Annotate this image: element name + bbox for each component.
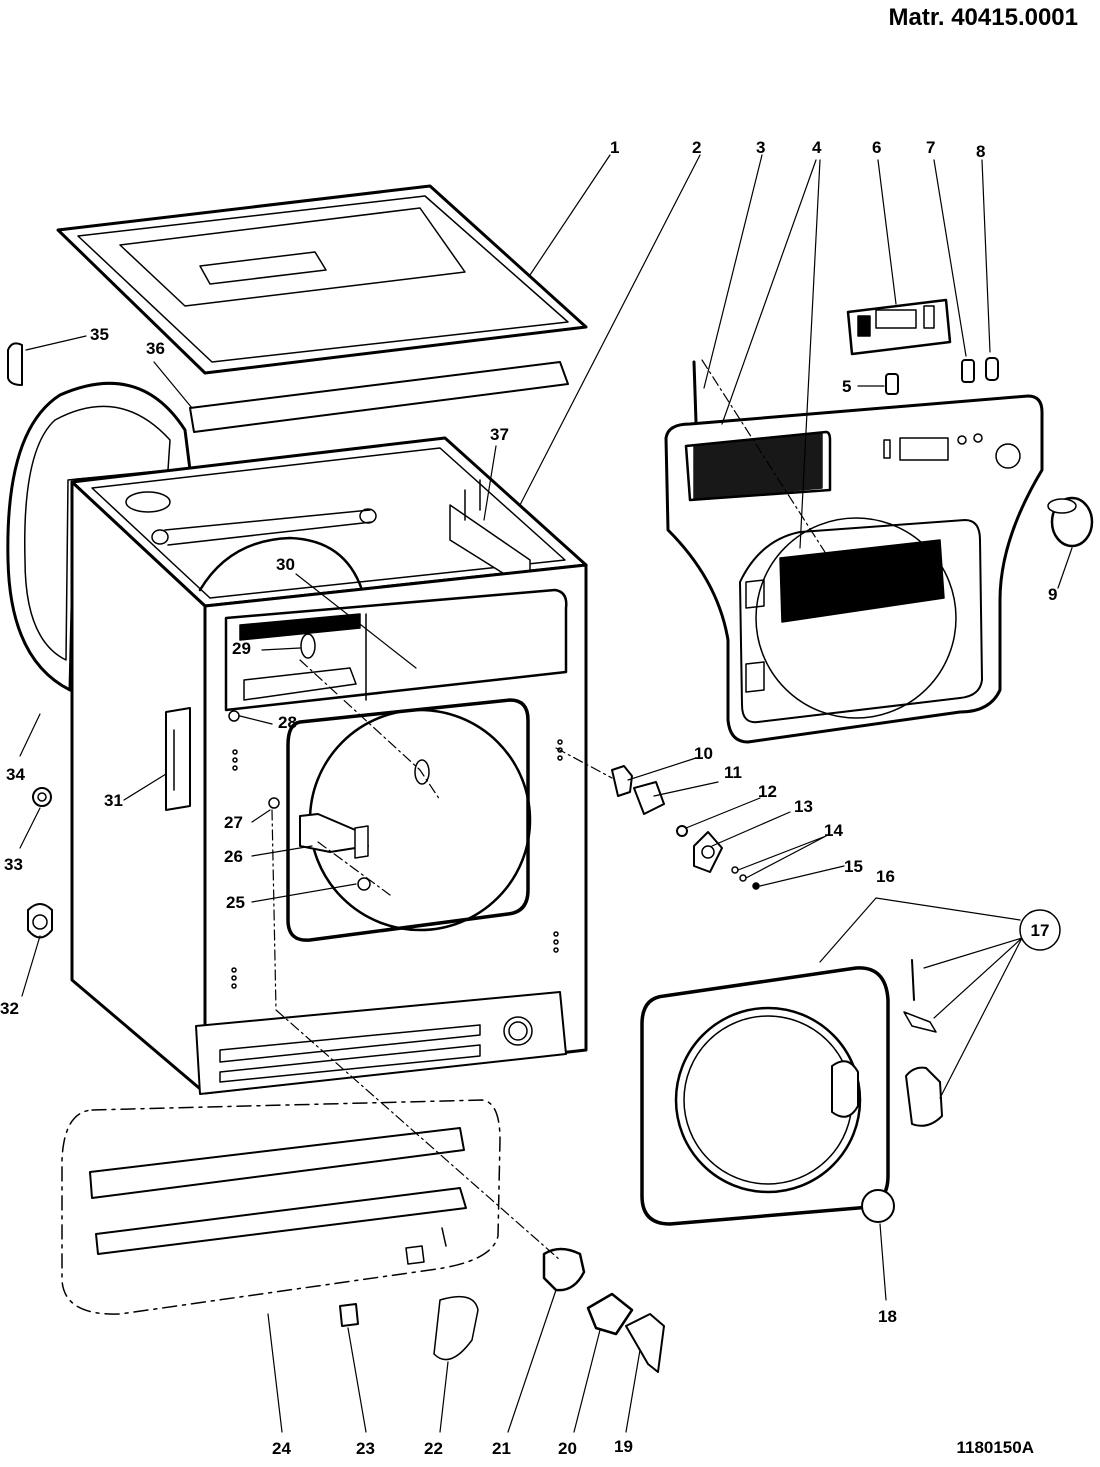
- label-14: 14: [824, 821, 843, 840]
- label-20: 20: [558, 1439, 577, 1458]
- bottom-parts: [339, 1247, 665, 1373]
- electronic-board: [846, 298, 952, 356]
- label-21: 21: [492, 1439, 511, 1458]
- label-37: 37: [490, 425, 509, 444]
- latch-parts: [611, 765, 760, 890]
- front-bar: [189, 361, 569, 433]
- label-13: 13: [794, 797, 813, 816]
- label-32: 32: [0, 999, 19, 1018]
- label-1: 1: [610, 138, 619, 157]
- label-8: 8: [976, 142, 985, 161]
- rear-gasket: [6, 381, 192, 692]
- label-28: 28: [278, 713, 297, 732]
- label-36: 36: [146, 339, 165, 358]
- label-33: 33: [4, 855, 23, 874]
- label-34: 34: [6, 765, 25, 784]
- label-3: 3: [756, 138, 765, 157]
- control-panel: [664, 394, 1094, 744]
- plinth-kit: [61, 1099, 501, 1315]
- label-24: 24: [272, 1439, 291, 1458]
- material-number: Matr. 40415.0001: [888, 4, 1078, 31]
- small-parts-left: [7, 342, 53, 939]
- label-17: 17: [1031, 921, 1050, 940]
- label-23: 23: [356, 1439, 375, 1458]
- label-29: 29: [232, 639, 251, 658]
- label-11: 11: [724, 763, 742, 782]
- leader-lines: [19, 154, 1073, 1433]
- label-17-callout: 17: [1019, 909, 1061, 951]
- hinge-plate: [165, 707, 191, 811]
- door: [640, 959, 943, 1226]
- label-25: 25: [226, 893, 245, 912]
- label-22: 22: [424, 1439, 443, 1458]
- label-12: 12: [758, 782, 777, 801]
- label-2: 2: [692, 138, 701, 157]
- label-31: 31: [104, 791, 123, 810]
- label-26: 26: [224, 847, 243, 866]
- label-5: 5: [842, 377, 851, 396]
- label-30: 30: [276, 555, 295, 574]
- door-hinge: [228, 710, 371, 891]
- top-cover: [56, 184, 588, 375]
- label-15: 15: [844, 857, 863, 876]
- buttons-small: [692, 357, 999, 424]
- cabinet: [70, 436, 588, 1095]
- label-6: 6: [872, 138, 881, 157]
- label-27: 27: [224, 813, 243, 832]
- label-4: 4: [812, 138, 822, 157]
- label-18: 18: [878, 1307, 897, 1326]
- label-16: 16: [876, 867, 895, 886]
- drawing-reference: 1180150A: [956, 1438, 1034, 1457]
- label-10: 10: [694, 744, 713, 763]
- label-7: 7: [926, 138, 935, 157]
- label-9: 9: [1048, 585, 1057, 604]
- label-35: 35: [90, 325, 109, 344]
- part-labels: 1 2 3 4 5 6 7 8 9 10 11 12 13 14 15 16 1…: [0, 138, 1057, 1458]
- label-19: 19: [614, 1437, 633, 1456]
